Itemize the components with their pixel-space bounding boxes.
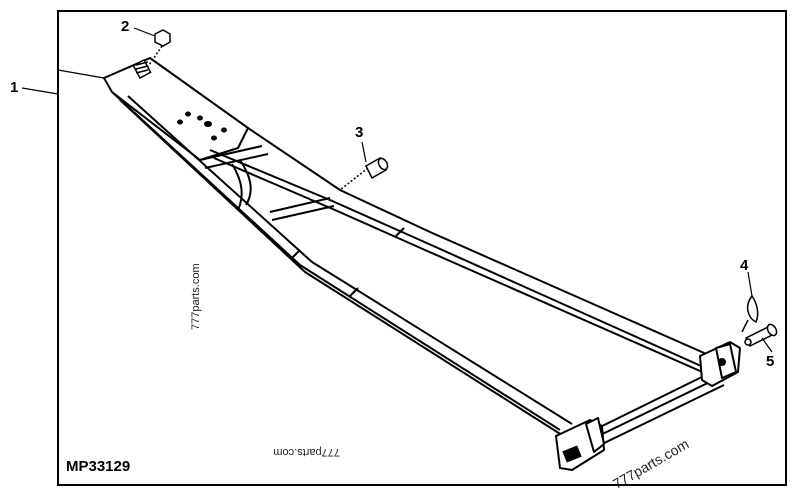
figure-id: MP33129 <box>66 458 131 475</box>
part-2-nut <box>132 29 171 80</box>
watermark-mirrored: 777parts.com <box>273 446 340 458</box>
part-2-spring <box>132 58 152 80</box>
watermark-vertical: 777parts.com <box>190 263 202 330</box>
part-3-bushing <box>339 156 389 191</box>
callout-4: 4 <box>740 257 749 274</box>
callout-2: 2 <box>121 18 130 35</box>
diagram-border <box>57 10 787 486</box>
leader-lines <box>21 27 773 353</box>
callout-3: 3 <box>355 124 364 141</box>
part-5-pin <box>744 323 778 348</box>
callout-5: 5 <box>766 353 775 370</box>
callout-1: 1 <box>10 79 19 96</box>
drawbar-frame <box>103 57 741 471</box>
part-4-hairpin-clip <box>741 294 759 333</box>
